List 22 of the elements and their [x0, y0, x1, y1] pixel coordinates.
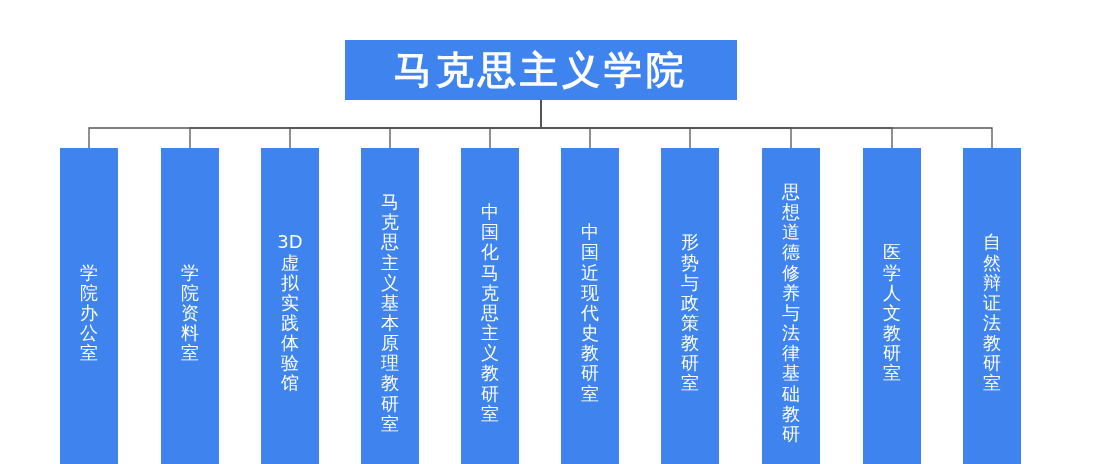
department-label: 思想道德修养与法律基础教研: [781, 182, 801, 444]
department-label: 马克思主义基本原理教研室: [380, 192, 400, 434]
department-label: 中国近现代史教研室: [580, 222, 600, 404]
department-label: 自然辩证法教研室: [982, 232, 1002, 394]
department-label: 学院资料室: [180, 262, 200, 364]
department-label: 3D虚拟实践体验馆: [276, 232, 304, 394]
department-bar: [561, 148, 619, 464]
department-bar: [762, 148, 820, 464]
department-bar: [60, 148, 118, 464]
department-bar: [863, 148, 921, 464]
department-bar: [361, 148, 419, 464]
department-bar: [963, 148, 1021, 464]
department-bar: [261, 148, 319, 464]
department-bar: [661, 148, 719, 464]
department-bar: [461, 148, 519, 464]
department-label: 医学人文教研室: [882, 242, 902, 384]
department-bar: [161, 148, 219, 464]
department-label: 学院办公室: [79, 262, 99, 364]
title-text: 马克思主义学院: [394, 46, 688, 94]
department-label: 中国化马克思主义教研室: [480, 202, 500, 424]
header-box: [345, 40, 737, 100]
department-label: 形势与政策教研室: [680, 232, 700, 394]
